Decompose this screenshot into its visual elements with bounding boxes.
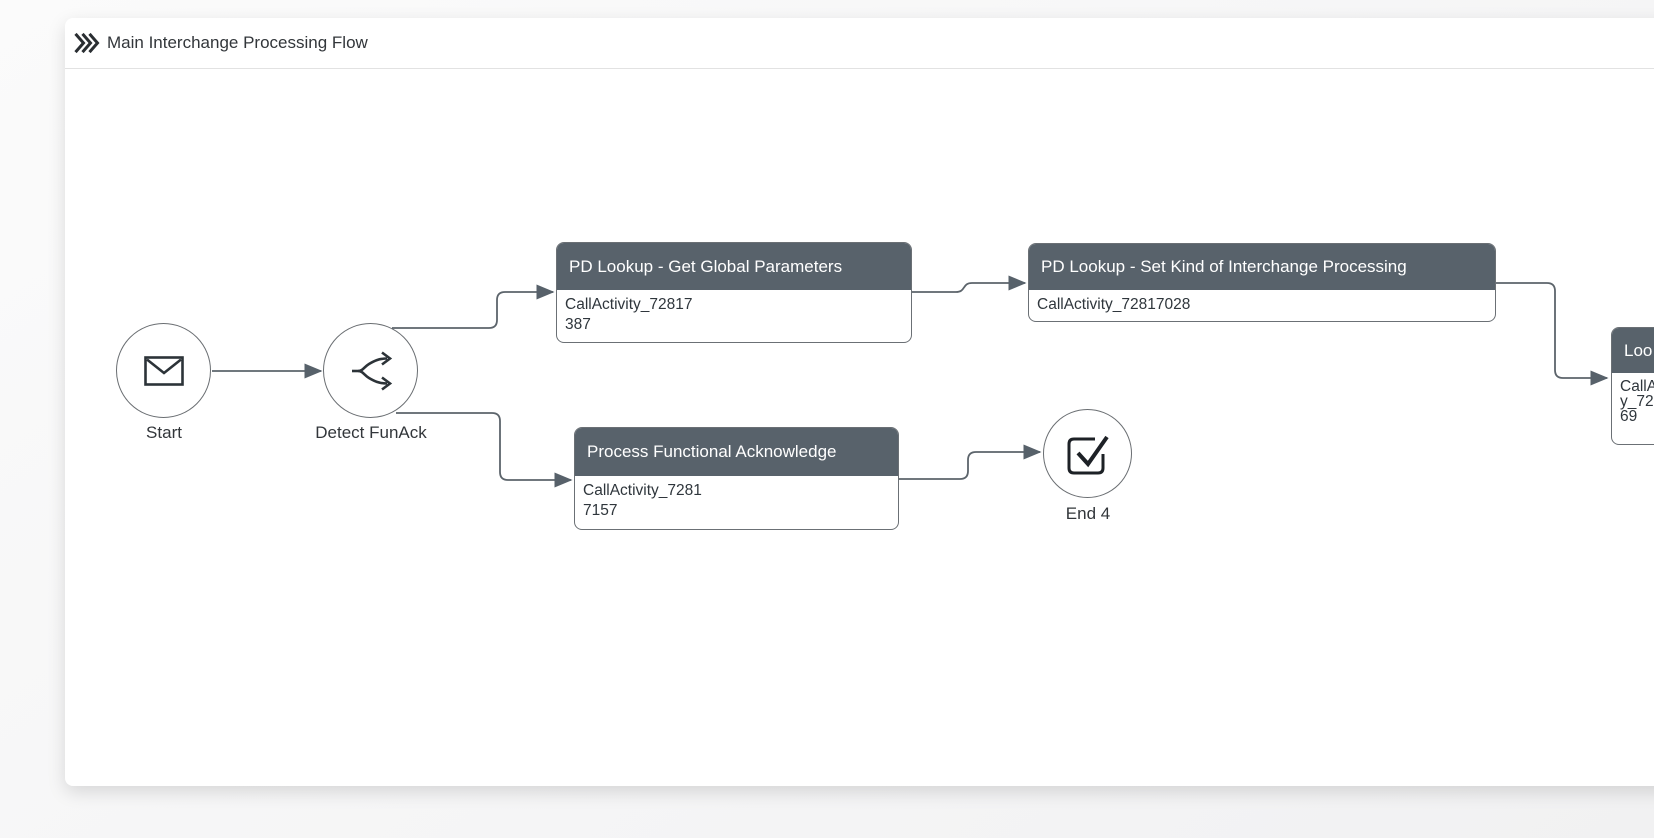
task-header: Process Functional Acknowledge: [575, 428, 898, 476]
task-body-line: CallA: [1620, 378, 1654, 395]
start-event-node[interactable]: [116, 323, 211, 418]
checkbox-check-icon: [1067, 435, 1109, 474]
task-header: PD Lookup - Set Kind of Interchange Proc…: [1029, 244, 1495, 290]
gateway-label: Detect FunAck: [315, 423, 427, 442]
task-lookup-clipped[interactable]: Loo CallA y_72 69: [1611, 327, 1654, 445]
task-body: CallActivity_72817 387: [557, 290, 911, 335]
task-process-functional-acknowledge[interactable]: Process Functional Acknowledge CallActiv…: [574, 427, 899, 530]
triple-chevron-right-icon[interactable]: [74, 32, 100, 54]
gateway-node-detect-funack[interactable]: [323, 323, 418, 418]
task-body-line: CallActivity_7281: [583, 482, 702, 499]
task-body-line: CallActivity_72817: [565, 296, 693, 313]
end-event-label: End 4: [1065, 504, 1111, 523]
task-pd-lookup-set-kind-of-interchange-processing[interactable]: PD Lookup - Set Kind of Interchange Proc…: [1028, 243, 1496, 322]
task-body-line: 69: [1620, 408, 1638, 425]
task-body-line: CallActivity_72817028: [1037, 296, 1191, 313]
task-body: CallActivity_72817028: [1029, 290, 1495, 315]
envelope-message-icon: [143, 355, 184, 386]
split-branch-icon: [351, 350, 392, 391]
task-body-line: 387: [565, 316, 591, 333]
task-pd-lookup-get-global-parameters[interactable]: PD Lookup - Get Global Parameters CallAc…: [556, 242, 912, 343]
end-event-node[interactable]: [1043, 409, 1132, 498]
task-body-line: y_72: [1620, 393, 1654, 410]
flow-card-header: Main Interchange Processing Flow: [65, 18, 1654, 69]
start-event-label: Start: [146, 423, 182, 442]
task-body-line: 7157: [583, 502, 618, 519]
task-body: CallA y_72 69: [1612, 373, 1654, 425]
task-header: Loo: [1612, 328, 1654, 373]
page-title: Main Interchange Processing Flow: [107, 33, 368, 52]
task-header: PD Lookup - Get Global Parameters: [557, 243, 911, 290]
task-body: CallActivity_7281 7157: [575, 476, 898, 521]
flow-card: Main Interchange Processing Flow: [65, 18, 1654, 786]
